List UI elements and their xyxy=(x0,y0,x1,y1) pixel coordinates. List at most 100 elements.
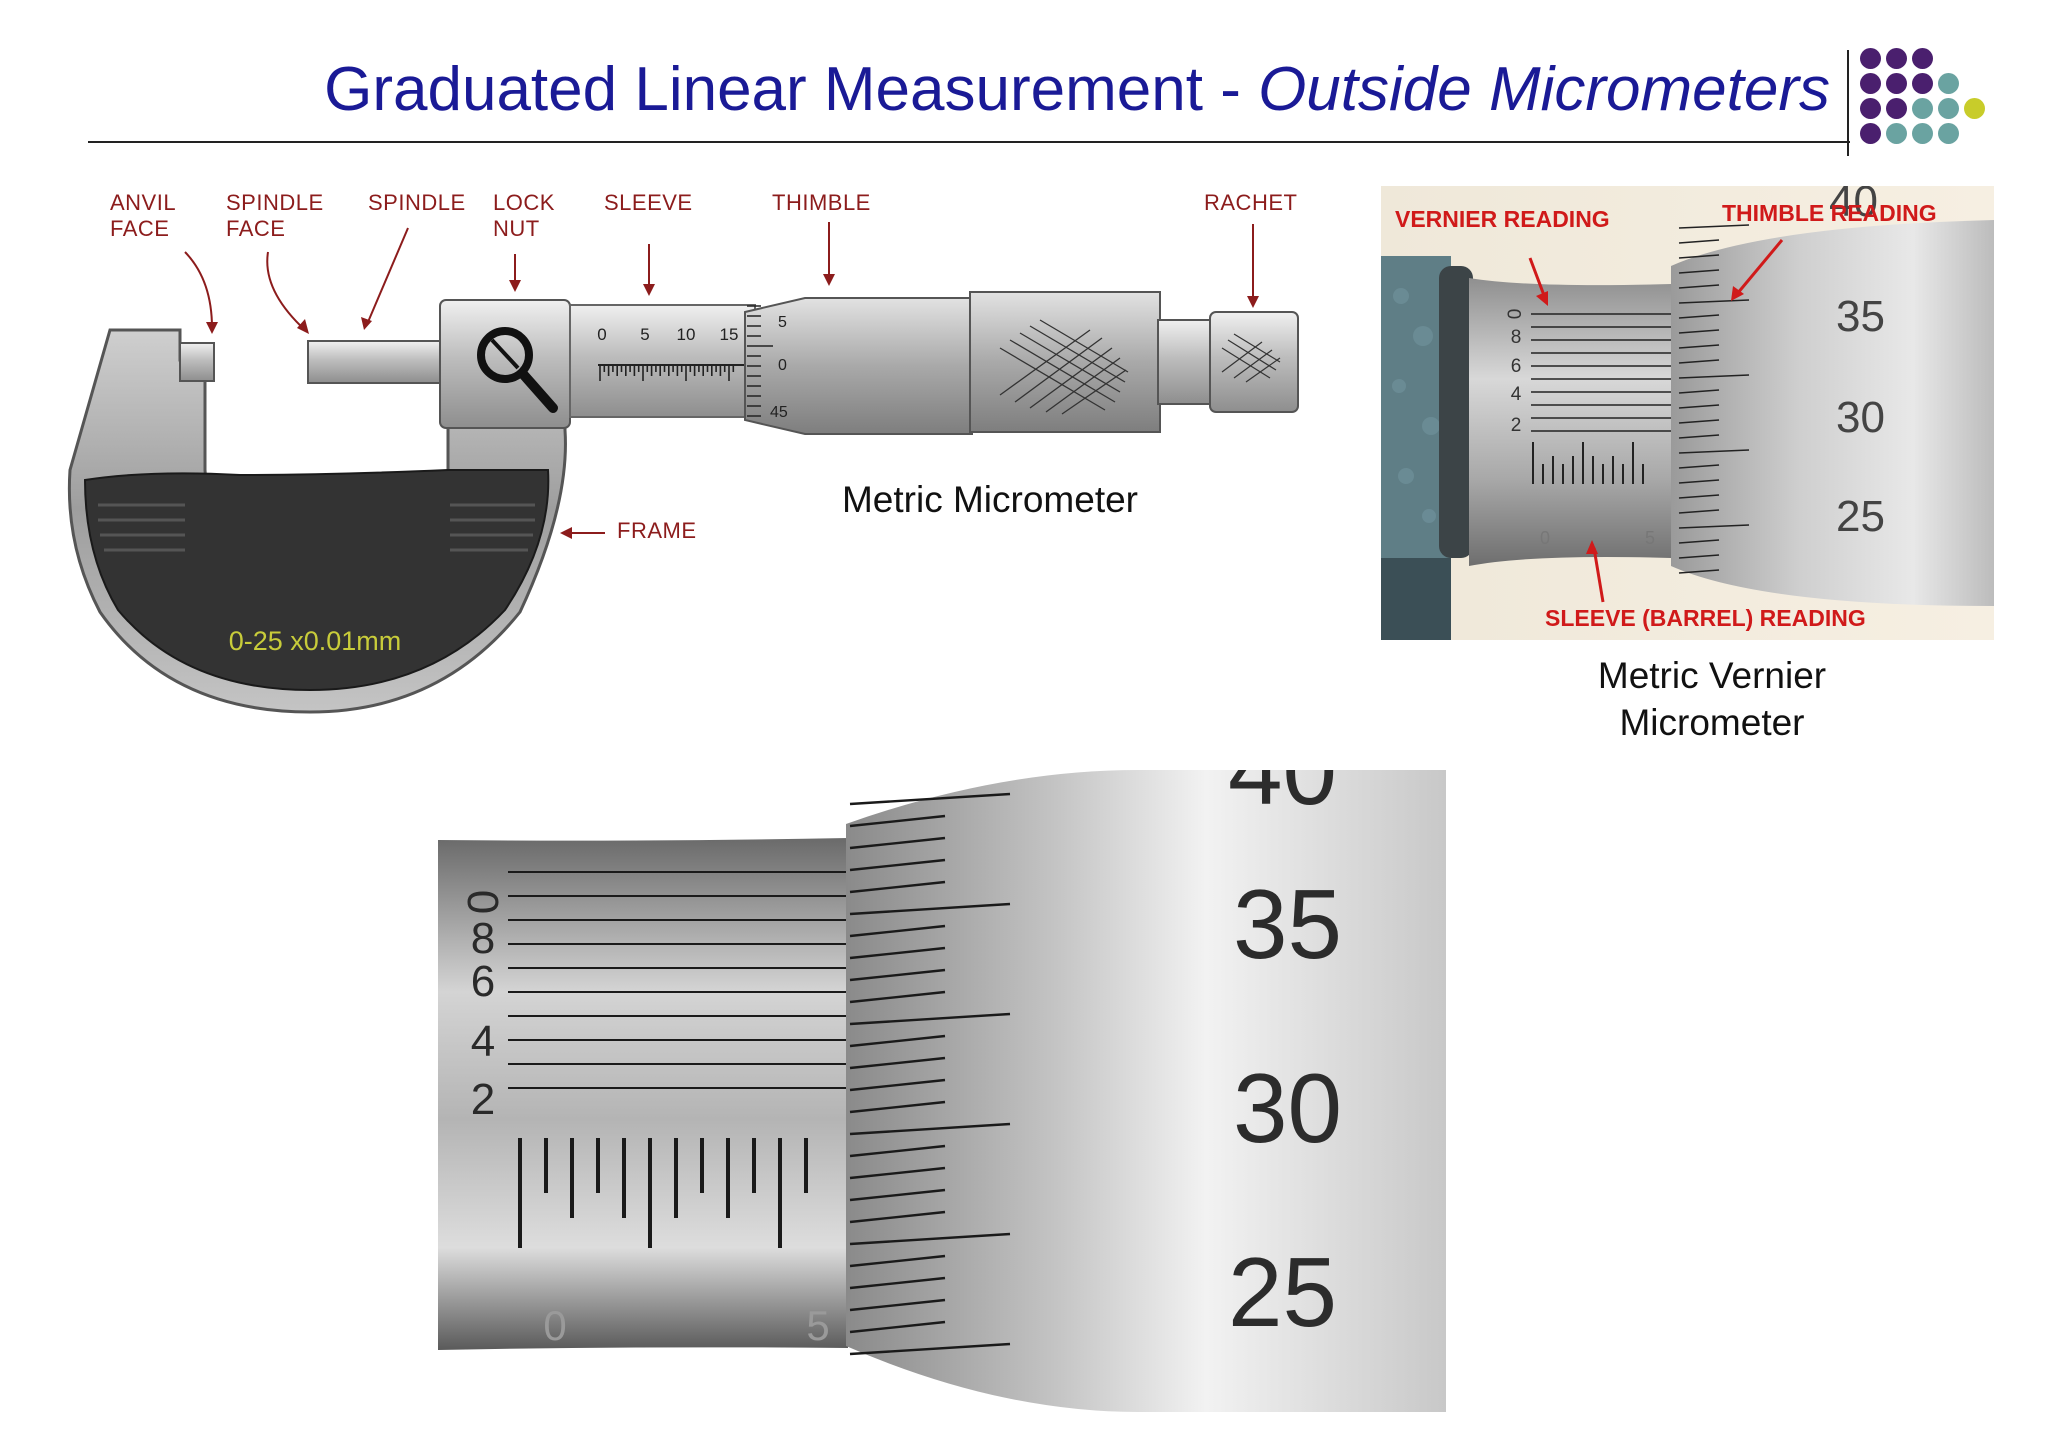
photo-thimble-tick xyxy=(1678,569,1720,574)
label-sleeve: SLEEVE xyxy=(604,190,693,215)
label-thimble: THIMBLE xyxy=(772,190,871,215)
closeup-sleeve xyxy=(438,838,848,1350)
closeup-thimble-tick xyxy=(849,1232,1011,1246)
thimble-scale-label: 45 xyxy=(770,404,788,421)
closeup-thimble-tick xyxy=(849,1166,946,1180)
decorative-dot xyxy=(1886,98,1907,119)
thimble-reading-callout: THIMBLE READING xyxy=(1722,200,1937,226)
closeup-sleeve-digit: 0 xyxy=(543,1302,566,1349)
decorative-dot xyxy=(1912,73,1933,94)
thimble-scale-numbers: 5 0 45 xyxy=(770,314,788,421)
sleeve-scale-label: 15 xyxy=(720,325,739,344)
closeup-thimble-tick xyxy=(849,1342,1011,1356)
metric-vernier-caption-line1: Metric Vernier xyxy=(1597,655,1827,696)
photo-thimble-tick xyxy=(1678,464,1720,469)
sleeve-reading-callout: SLEEVE (BARREL) READING xyxy=(1545,605,1866,631)
label-spindle-face: SPINDLE FACE xyxy=(226,190,324,241)
photo-vernier-digit: 6 xyxy=(1511,356,1522,377)
closeup-thimble-tick xyxy=(849,1012,1011,1026)
label-frame: FRAME xyxy=(617,518,697,543)
photo-thimble-tick xyxy=(1678,389,1720,394)
frame-range-text: 0-25 x0.01mm xyxy=(229,626,402,656)
photo-thimble xyxy=(1671,220,1994,606)
closeup-vernier-digit: 6 xyxy=(471,957,495,1006)
closeup-thimble xyxy=(846,770,1446,1412)
closeup-thimble-number: 35 xyxy=(1233,869,1342,979)
closeup-thimble-tick xyxy=(849,880,946,894)
decorative-dot xyxy=(1860,48,1881,69)
photo-thimble-number: 35 xyxy=(1836,292,1885,341)
closeup-vernier-digit: 0 xyxy=(459,890,508,914)
label-rachet: RACHET xyxy=(1204,190,1298,215)
decorative-dot xyxy=(1912,48,1933,69)
micrometer-diagram: 0-25 x0.01mm 0 5 10 15 5 0 45 xyxy=(67,222,1299,714)
title-italic: Outside Micrometers xyxy=(1258,55,1830,124)
closeup-thimble-tick xyxy=(849,1034,946,1048)
closeup-thimble-tick xyxy=(849,1320,946,1334)
slide-title: Graduated Linear Measurement - Outside M… xyxy=(90,52,1830,128)
photo-sleeve-digit: 5 xyxy=(1645,528,1655,548)
decorative-dot xyxy=(1938,123,1959,144)
closeup-thimble-tick xyxy=(849,1056,946,1070)
closeup-thimble-tick xyxy=(849,902,1011,916)
photo-thimble-tick xyxy=(1678,404,1720,409)
closeup-thimble-tick xyxy=(849,1078,946,1092)
thimble xyxy=(744,297,973,435)
decorative-dot xyxy=(1912,123,1933,144)
photo-sleeve xyxy=(1469,278,1671,566)
rachet-neck xyxy=(1157,319,1214,405)
photo-vernier-digits: 0 8 6 4 2 xyxy=(1505,309,1526,436)
vernier-closeup-photo: 0 8 6 4 2 0 5 40 35 30 25 xyxy=(438,770,1446,1412)
photo-thimble-tick xyxy=(1678,224,1750,229)
photo-thimble-tick xyxy=(1678,314,1720,319)
closeup-thimble-tick xyxy=(849,792,1011,806)
rachet-cap xyxy=(1209,311,1299,413)
closeup-thimble-number: 25 xyxy=(1228,1237,1337,1347)
closeup-thimble-tick xyxy=(849,1298,946,1312)
photo-thimble-tick xyxy=(1678,554,1720,559)
sleeve-scale-label: 0 xyxy=(597,325,606,344)
anvil xyxy=(179,342,215,382)
closeup-thimble-tick xyxy=(849,858,946,872)
closeup-vernier-digit: 2 xyxy=(471,1075,495,1124)
sleeve-barrel xyxy=(569,304,756,418)
photo-thimble-tick xyxy=(1678,254,1720,259)
closeup-thimble-tick xyxy=(849,1276,946,1290)
closeup-thimble-tick xyxy=(849,1144,946,1158)
title-underline xyxy=(88,141,1850,143)
photo-thimble-tick xyxy=(1678,494,1720,499)
closeup-thimble-tick xyxy=(849,1254,946,1268)
spindle-rod xyxy=(307,340,449,384)
photo-thimble-number: 25 xyxy=(1836,492,1885,541)
sleeve-scale-label: 10 xyxy=(677,325,696,344)
vernier-reading-callout: VERNIER READING xyxy=(1395,206,1610,232)
label-anvil-face: ANVIL FACE xyxy=(110,190,177,241)
decorative-dot xyxy=(1886,73,1907,94)
decorative-dot xyxy=(1860,73,1881,94)
photo-thimble-tick xyxy=(1678,419,1720,424)
photo-thimble-number: 40 xyxy=(1829,186,1878,226)
photo-thimble-tick xyxy=(1678,344,1720,349)
thimble-scale-label: 5 xyxy=(778,314,787,331)
decorative-dot xyxy=(1964,98,1985,119)
header-divider xyxy=(1847,50,1849,156)
photo-thimble-tick xyxy=(1678,539,1720,544)
photo-vernier-digit: 4 xyxy=(1511,384,1522,405)
photo-vernier-digit: 8 xyxy=(1511,327,1522,348)
closeup-thimble-tick xyxy=(849,1210,946,1224)
photo-thimble-tick xyxy=(1678,374,1750,379)
photo-thimble-number: 30 xyxy=(1836,393,1885,442)
label-spindle: SPINDLE xyxy=(368,190,466,215)
photo-thimble-tick xyxy=(1678,329,1720,334)
thimble-scale-label: 0 xyxy=(778,357,787,374)
decorative-dot xyxy=(1860,98,1881,119)
closeup-thimble-tick xyxy=(849,968,946,982)
photo-vernier-digit: 2 xyxy=(1511,415,1522,436)
decorative-dot xyxy=(1860,123,1881,144)
closeup-thimble-tick xyxy=(849,1188,946,1202)
sleeve-scale-numbers: 0 5 10 15 xyxy=(597,325,738,344)
sleeve-scale-label: 5 xyxy=(640,325,649,344)
metric-vernier-caption-line2: Micrometer xyxy=(1619,702,1805,743)
label-lock-nut: LOCK NUT xyxy=(493,190,555,241)
vernier-micrometer-photo: 0 8 6 4 2 0 5 40 35 30 25 xyxy=(1381,186,1994,640)
